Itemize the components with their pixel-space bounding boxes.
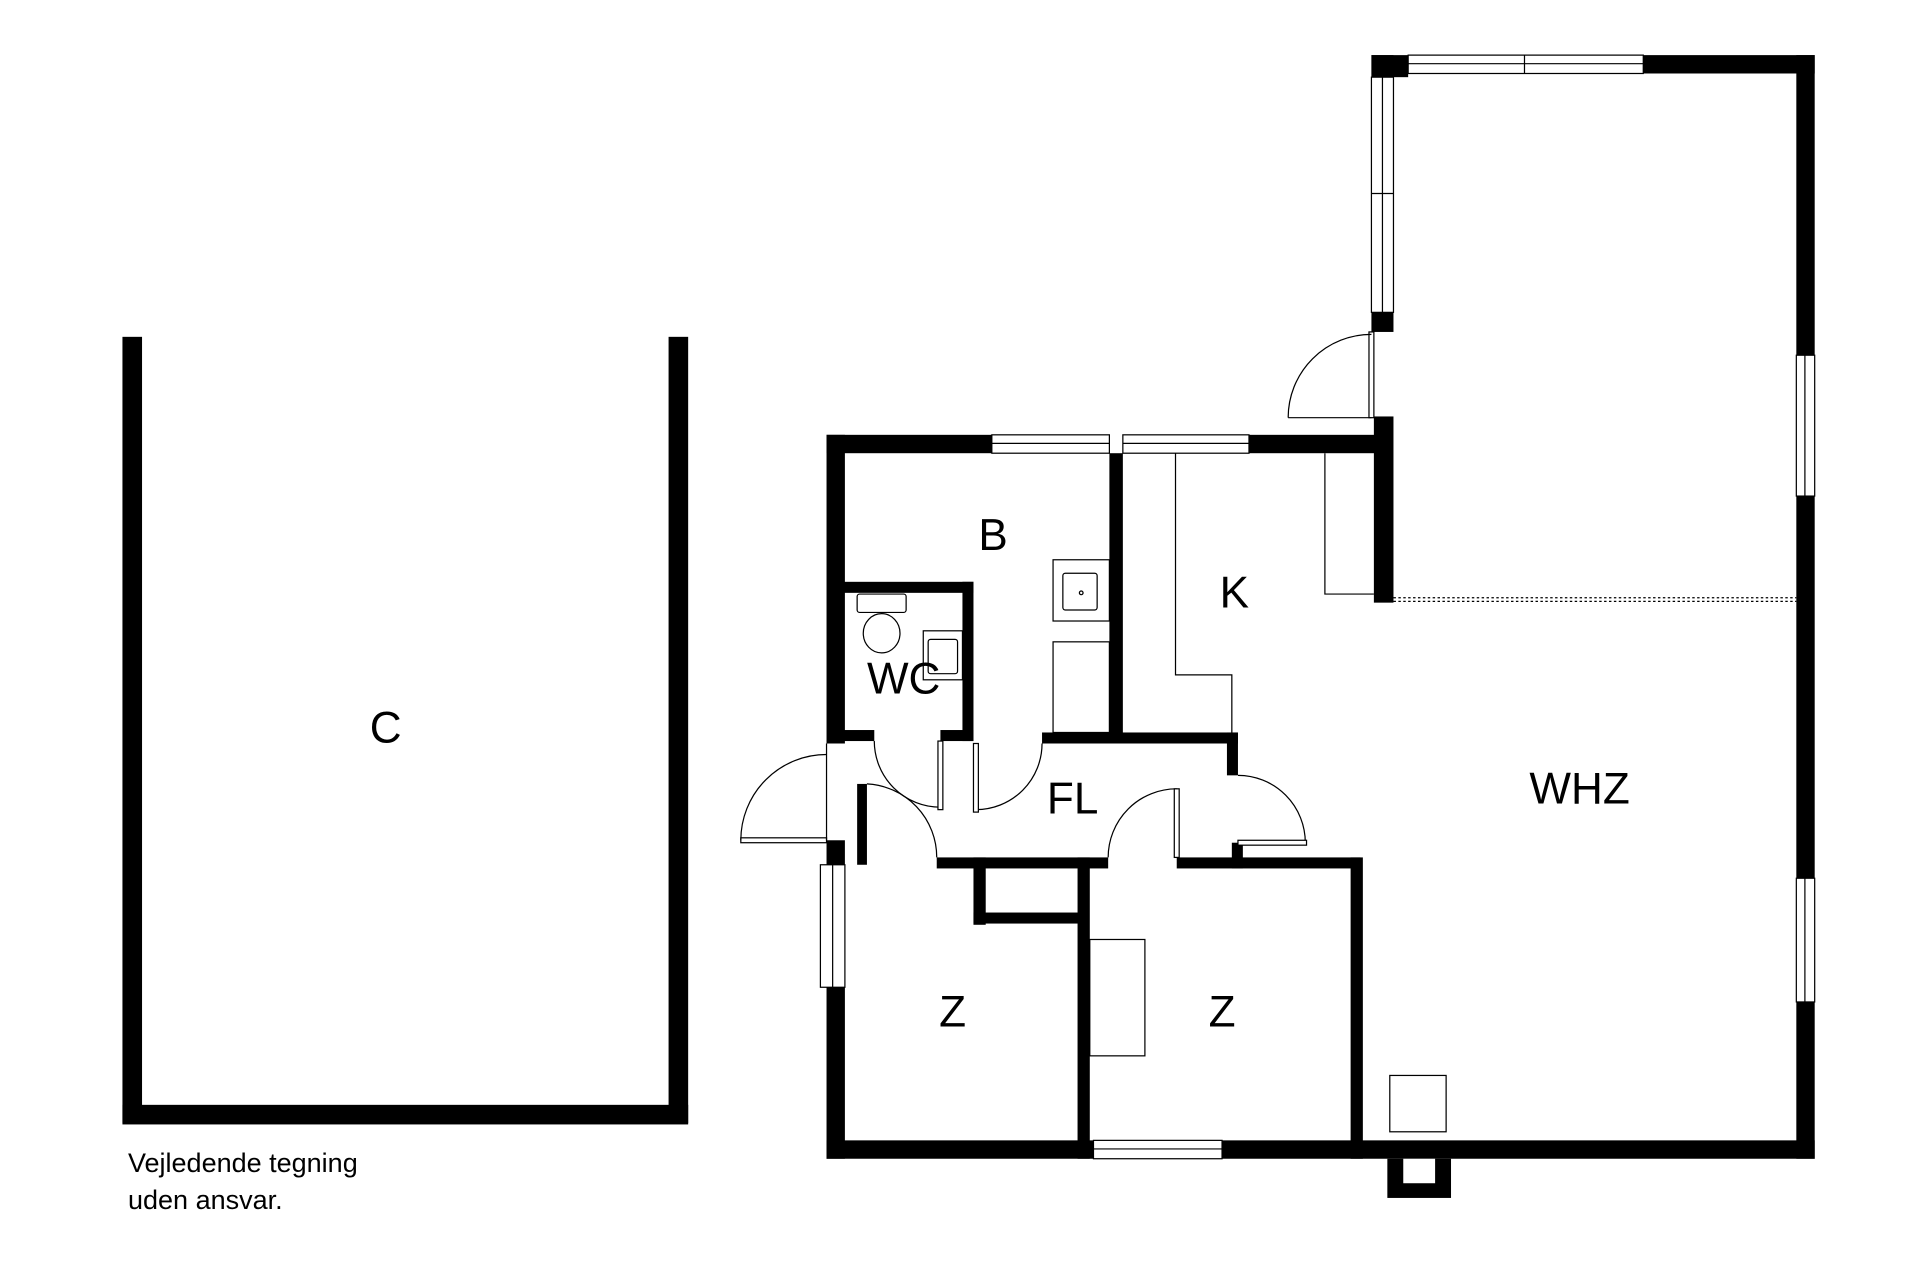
- label-wc: WC: [867, 654, 940, 703]
- fixtures: [856, 453, 1797, 1133]
- room-labels: C B WC K FL WHZ Z Z: [370, 511, 1630, 1036]
- label-room1: Z: [939, 987, 966, 1036]
- exterior-walls: [826, 55, 1815, 1198]
- disclaimer-line-2: uden ansvar.: [128, 1185, 283, 1215]
- label-hall: FL: [1047, 774, 1098, 823]
- label-bath: B: [978, 511, 1007, 560]
- windows: [819, 54, 1816, 1160]
- label-kitchen: K: [1220, 569, 1249, 618]
- carport-walls: [122, 336, 689, 1125]
- label-carport: C: [370, 703, 402, 752]
- doors: [740, 331, 1375, 859]
- interior-walls: [842, 453, 1363, 1159]
- label-room2: Z: [1209, 987, 1236, 1036]
- disclaimer-note: Vejledende tegning uden ansvar.: [128, 1145, 358, 1219]
- label-living: WHZ: [1529, 765, 1629, 814]
- disclaimer-line-1: Vejledende tegning: [128, 1148, 358, 1178]
